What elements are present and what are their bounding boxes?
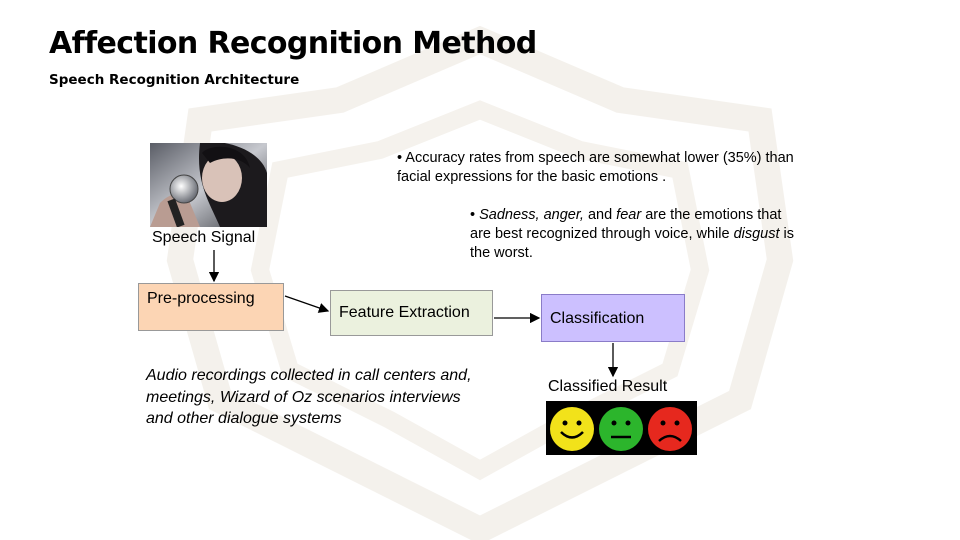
- emotion-sadness-anger: Sadness, anger,: [479, 207, 584, 223]
- emotions-text-end: is the worst.: [470, 226, 795, 261]
- sad-face-icon: [648, 407, 692, 451]
- emotions-and: and: [583, 207, 617, 223]
- speech-signal-label: Speech Signal: [152, 229, 256, 246]
- bullet: •: [470, 207, 480, 223]
- slide-subtitle: Speech Recognition Architecture: [49, 72, 300, 88]
- emotion-disgust: disgust: [733, 226, 780, 242]
- accuracy-note: • Accuracy rates from speech are somewha…: [397, 150, 794, 185]
- singer-with-microphone-photo: [150, 143, 267, 227]
- audio-recordings-note: Audio recordings collected in call cente…: [146, 367, 472, 427]
- emotion-fear: fear: [616, 207, 642, 223]
- neutral-face-icon: [599, 407, 643, 451]
- classification-box: Classification: [541, 294, 685, 342]
- emotions-note: • Sadness, anger, and fear are the emoti…: [470, 206, 800, 263]
- happy-face-icon: [550, 407, 594, 451]
- emotions-text: are the emotions that are best recognize…: [470, 207, 782, 242]
- slide-title: Affection Recognition Method: [49, 26, 537, 61]
- preprocessing-box: Pre-processing: [138, 283, 284, 331]
- emotion-faces: [546, 401, 697, 455]
- classified-result-label: Classified Result: [548, 378, 668, 395]
- feature-extraction-box: Feature Extraction: [330, 290, 493, 336]
